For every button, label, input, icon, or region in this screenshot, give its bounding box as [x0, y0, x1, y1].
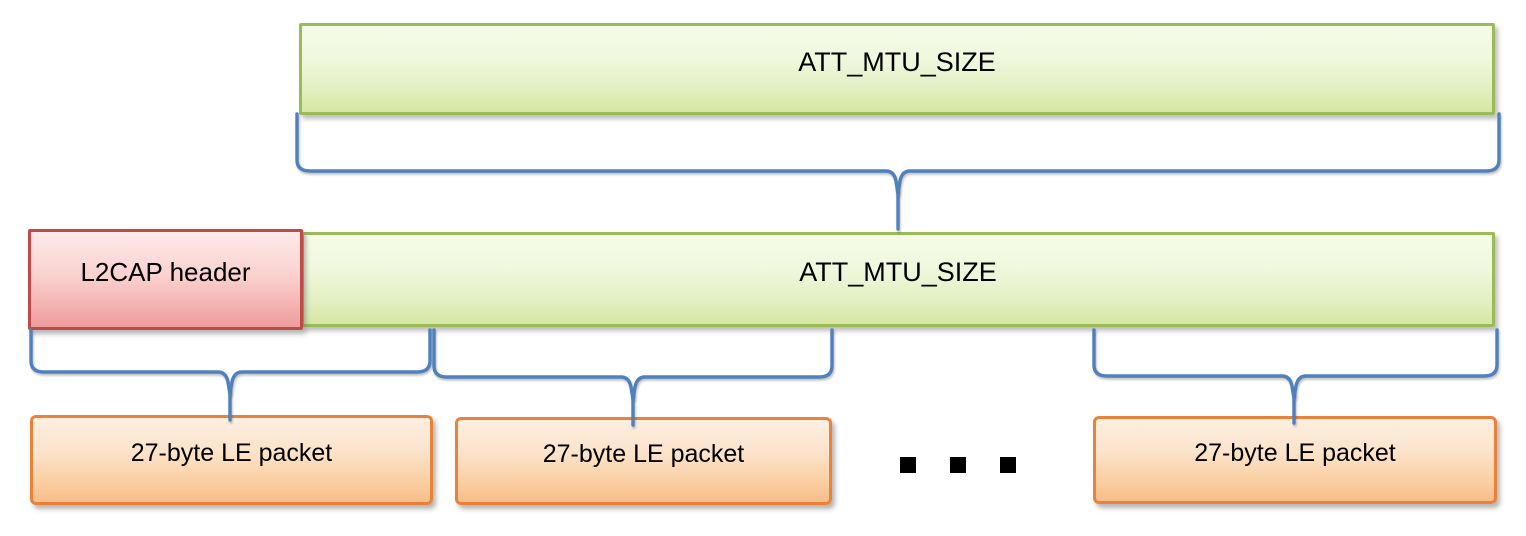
ellipsis-dot — [950, 457, 966, 473]
le-packet-3-label: 27-byte LE packet — [1194, 438, 1396, 467]
ellipsis-dot — [1000, 457, 1016, 473]
box-le-packet-3: 27-byte LE packet — [1093, 416, 1497, 504]
box-le-packet-1: 27-byte LE packet — [30, 415, 433, 505]
box-att-mtu-middle: ATT_MTU_SIZE — [301, 232, 1495, 327]
ellipsis-dot — [900, 457, 916, 473]
le-packet-2-label: 27-byte LE packet — [542, 439, 745, 468]
brace-packet-3-icon — [1092, 328, 1499, 425]
box-l2cap-header: L2CAP header — [28, 229, 303, 330]
le-packet-1-label: 27-byte LE packet — [130, 438, 333, 467]
brace-packet-2-icon — [432, 328, 834, 427]
brace-packet-1-icon — [29, 328, 432, 422]
ellipsis-omitted-packets — [900, 457, 1016, 473]
brace-top-mtu-icon — [295, 112, 1501, 231]
l2cap-header-label: L2CAP header — [80, 257, 251, 287]
att-mtu-middle-label: ATT_MTU_SIZE — [799, 257, 997, 287]
box-le-packet-2: 27-byte LE packet — [455, 417, 832, 505]
att-mtu-top-label: ATT_MTU_SIZE — [798, 46, 996, 77]
box-att-mtu-top: ATT_MTU_SIZE — [299, 23, 1495, 115]
